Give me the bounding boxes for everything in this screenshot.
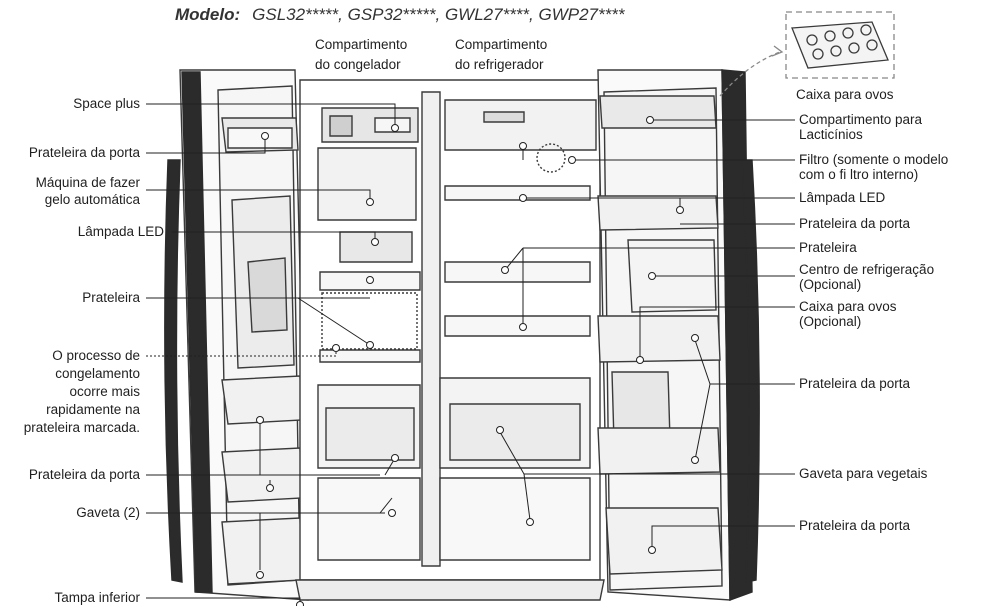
model-prefix: Modelo:: [175, 5, 241, 24]
label-led-lamp-left: Lâmpada LED: [77, 224, 164, 239]
egg-tray-illustration: [719, 11, 895, 97]
cabinet: [295, 79, 605, 601]
label-vegetable-drawer: Gaveta para vegetais: [799, 466, 928, 481]
label-cooling-line1: Centro de refrigeração: [799, 262, 935, 277]
freezer-label-line1: Compartimento: [315, 37, 408, 52]
freezer-label-line2: do congelador: [315, 57, 401, 72]
label-filter-line2: com o fi ltro interno): [799, 167, 919, 182]
label-shelf-right: Prateleira: [799, 240, 857, 255]
note-line4: rapidamente na: [46, 402, 140, 417]
label-ice-maker-line1: Máquina de fazer: [35, 175, 140, 190]
label-filter: Filtro (somente o modelo com o fi ltro i…: [799, 153, 948, 182]
label-cooling-center: Centro de refrigeração (Opcional): [799, 263, 934, 292]
note-line5: prateleira marcada.: [23, 420, 140, 435]
label-led-lamp-right: Lâmpada LED: [799, 190, 886, 205]
label-dairy-line1: Compartimento para: [799, 112, 923, 127]
fridge-label-line1: Compartimento: [455, 37, 548, 52]
label-shelf-left: Prateleira: [82, 290, 140, 305]
label-egg-box-opt-line1: Caixa para ovos: [799, 299, 897, 314]
label-egg-box-optional: Caixa para ovos (Opcional): [799, 300, 897, 329]
note-line3: ocorre mais: [69, 384, 140, 399]
label-filter-line1: Filtro (somente o modelo: [799, 152, 949, 167]
left-door: [164, 69, 309, 601]
label-door-shelf-left-top: Prateleira da porta: [28, 145, 140, 160]
label-dairy-compartment: Compartimento para Lacticínios: [799, 113, 922, 142]
label-door-shelf-right-3: Prateleira da porta: [799, 518, 911, 533]
freezer-compartment-label: Compartimento do congelador: [315, 38, 407, 72]
right-door: [597, 69, 760, 601]
model-names: GSL32*****, GSP32*****, GWL27****, GWP27…: [252, 5, 625, 24]
label-cooling-line2: (Opcional): [799, 277, 862, 292]
fridge-label-line2: do refrigerador: [455, 57, 544, 72]
label-door-shelf-right-1: Prateleira da porta: [799, 216, 911, 231]
label-dairy-line2: Lacticínios: [799, 127, 863, 142]
label-door-shelf-left-bottom: Prateleira da porta: [28, 467, 140, 482]
label-space-plus: Space plus: [73, 96, 140, 111]
label-faster-freezing-note: O processo de congelamento ocorre mais r…: [24, 349, 140, 435]
model-heading: Modelo: GSL32*****, GSP32*****, GWL27****…: [175, 5, 624, 25]
label-bottom-cover: Tampa inferior: [54, 590, 140, 605]
leader-lines: [146, 103, 795, 606]
label-ice-maker: Máquina de fazer gelo automática: [36, 176, 140, 207]
note-line1: O processo de: [52, 348, 140, 363]
leader-dots: [256, 116, 699, 606]
label-door-shelf-right-2: Prateleira da porta: [799, 376, 911, 391]
label-ice-maker-line2: gelo automática: [44, 192, 140, 207]
label-egg-box: Caixa para ovos: [796, 87, 894, 102]
label-egg-box-opt-line2: (Opcional): [799, 314, 862, 329]
label-drawer: Gaveta (2): [76, 505, 140, 520]
fridge-compartment-label: Compartimento do refrigerador: [455, 38, 547, 72]
note-line2: congelamento: [55, 366, 140, 381]
